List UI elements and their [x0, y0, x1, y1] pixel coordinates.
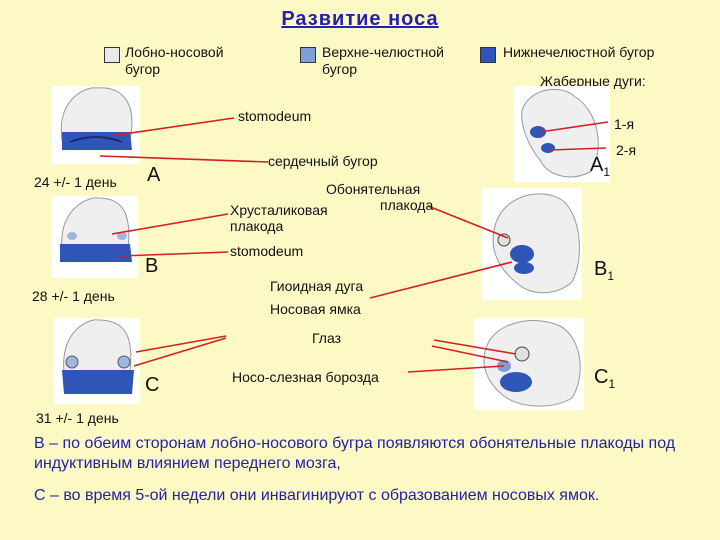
label-hyoid: Гиоидная дуга: [270, 278, 364, 294]
legend-maxillary: Верхне-челюстной бугор: [322, 44, 444, 78]
frontonasal-b: [61, 197, 130, 251]
pointer-stomodeum-a: [109, 117, 235, 137]
legend-swatch-frontonasal: [104, 47, 120, 63]
legend-maxillary-line1: Верхне-челюстной: [322, 44, 444, 60]
label-letter-a1: А1: [590, 154, 610, 179]
label-heart: сердечный бугор: [268, 153, 378, 169]
label-eye: Глаз: [312, 330, 342, 346]
label-lens-line2: плакода: [230, 218, 284, 234]
label-stomodeum-mid: stomodeum: [230, 243, 304, 259]
pointer-olfactory: [427, 205, 509, 239]
note-b: В – по обеим сторонам лобно-носового буг…: [34, 435, 676, 472]
embryo-front-c: [54, 318, 140, 404]
pointer-arch1: [539, 121, 609, 133]
label-letter-b1: В1: [594, 258, 614, 283]
legend-frontonasal-line2: бугор: [125, 61, 161, 77]
embryo-front-a: [52, 86, 140, 164]
mandibular-c1: [500, 372, 532, 392]
mandibular-a: [62, 132, 132, 150]
pointer-eye-c1: [433, 339, 517, 355]
eye-c1: [514, 346, 530, 362]
pointer-arch2: [549, 147, 607, 151]
label-letter-c1-main: С: [594, 366, 609, 388]
embryo-side-c1: [474, 318, 584, 410]
pointer-nasolacrimal: [407, 365, 505, 373]
pointer-eye-c-2: [133, 337, 227, 367]
pointer-eye-c: [135, 335, 227, 353]
label-olfactory-line1: Обонятельная: [326, 181, 421, 197]
label-olfactory-line2: плакода: [380, 197, 434, 213]
label-stomodeum-top: stomodeum: [238, 108, 312, 124]
pointer-heart: [99, 155, 269, 163]
page-title: Развитие носа: [281, 8, 439, 30]
nasal-pit-left: [65, 355, 79, 369]
label-letter-b1-main: В: [594, 258, 608, 280]
stomodeum-a: [69, 136, 123, 143]
label-letter-c1: С1: [594, 366, 615, 391]
olfactory-placode-right: [117, 232, 127, 240]
pointer-lines: [99, 117, 609, 373]
embryo-side-a1: [514, 86, 610, 182]
frontonasal-c: [63, 319, 132, 373]
nasal-pit-right: [117, 355, 131, 369]
legend-swatch-mandibular: [480, 47, 496, 63]
head-a1: [521, 88, 599, 178]
arch-b1: [510, 245, 534, 263]
pointer-stomodeum-b: [119, 251, 229, 257]
legend-frontonasal-line1: Лобно-носовой: [125, 44, 224, 60]
label-letter-a1-sub: 1: [603, 165, 611, 179]
legend-mandibular: Нижнечелюстной бугор: [503, 44, 655, 60]
label-day28: 28 +/- 1 день: [32, 288, 115, 304]
label-letter-a1-main: А: [590, 154, 604, 176]
pointer-lens: [111, 213, 229, 235]
pointer-eye-c1-2: [431, 345, 509, 363]
label-day31: 31 +/- 1 день: [36, 410, 119, 426]
mandibular-b: [60, 244, 132, 262]
label-letter-c1-sub: 1: [608, 377, 616, 391]
arch2-a1: [541, 143, 555, 153]
olfactory-placode-left: [67, 232, 77, 240]
hyoid-b1: [514, 262, 534, 274]
mandibular-c: [62, 370, 134, 394]
label-letter-b1-sub: 1: [607, 269, 615, 283]
label-letter-a: А: [147, 164, 161, 186]
label-nasal-pit: Носовая ямка: [270, 301, 361, 317]
note-c: С – во время 5-ой недели они инвагинирую…: [34, 487, 600, 504]
label-nasolacrimal: Носо-слезная борозда: [232, 369, 379, 385]
label-day24: 24 +/- 1 день: [34, 174, 117, 190]
legend-swatch-maxillary: [300, 47, 316, 63]
legend-branchial: Жаберные дуги:: [540, 73, 646, 89]
label-lens-line1: Хрусталиковая: [230, 202, 328, 218]
pointer-hyoid: [369, 261, 513, 299]
label-arch2: 2-я: [616, 142, 637, 158]
label-arch1: 1-я: [614, 116, 635, 132]
legend-frontonasal: Лобно-носовой бугор: [125, 44, 224, 78]
embryo-side-b1: [482, 188, 582, 300]
legend-maxillary-line2: бугор: [322, 61, 358, 77]
label-letter-b: В: [145, 255, 159, 277]
label-letter-c: С: [145, 374, 160, 396]
embryo-front-b: [52, 196, 138, 278]
arch1-a1: [530, 126, 546, 138]
frontonasal-a: [60, 87, 133, 141]
